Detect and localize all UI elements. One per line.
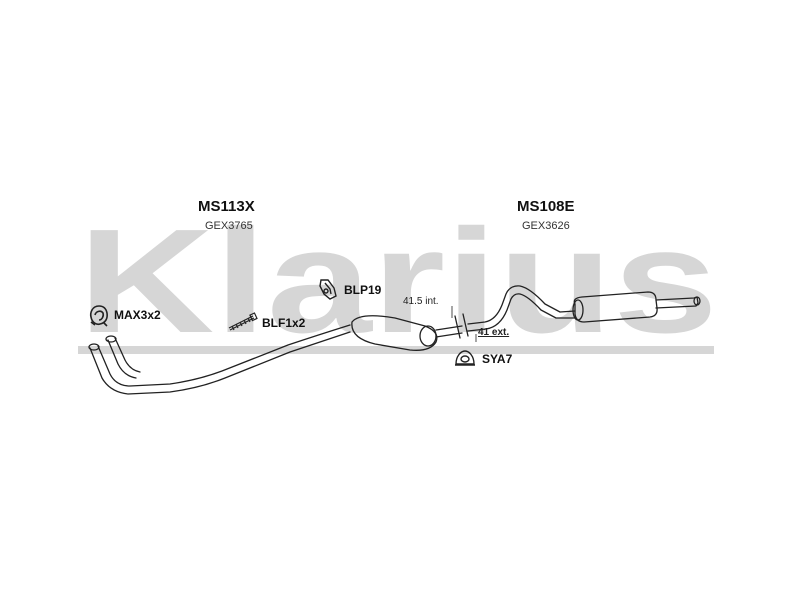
watermark-text: Klarius: [78, 199, 718, 364]
callout-label-max3x2: MAX3x2: [114, 308, 161, 322]
mounting-bracket-icon: [319, 279, 337, 300]
pipe-end-1: [88, 343, 100, 351]
callout-label-sya7: SYA7: [482, 352, 513, 366]
silencer-end-cap: [419, 325, 437, 347]
callout-label-blp19: BLP19: [344, 283, 382, 297]
tailpipe-end: [693, 296, 701, 306]
rear-silencer-front-cap: [572, 299, 584, 321]
section-code-ms108e: MS108E: [517, 198, 575, 215]
front-downpipe-right-inner: [114, 337, 141, 373]
front-downpipe-left-inner: [97, 324, 351, 387]
dimension-internal: 41.5 int.: [403, 296, 439, 307]
tailpipe: [655, 296, 699, 309]
section-code-ms113x: MS113X: [198, 198, 255, 215]
rear-pipe-lower: [467, 293, 576, 332]
rear-silencer: [573, 291, 658, 323]
clamp-icon: [89, 305, 108, 327]
rubber-hanger-icon: [455, 350, 475, 366]
front-downpipe-right: [107, 339, 137, 379]
section-ref-gex3765: GEX3765: [205, 220, 253, 232]
watermark-underline: [78, 346, 714, 354]
centre-silencer: [351, 315, 438, 351]
pipe-joint: [454, 313, 469, 339]
front-downpipe-left: [89, 331, 351, 395]
pipe-end-2: [105, 335, 117, 343]
dimension-external: 41 ext.: [478, 327, 510, 338]
callout-label-blf1x2: BLF1x2: [262, 316, 306, 330]
section-ref-gex3626: GEX3626: [522, 220, 570, 232]
bolt-icon: [228, 312, 258, 331]
rear-pipe-upper: [467, 285, 576, 325]
